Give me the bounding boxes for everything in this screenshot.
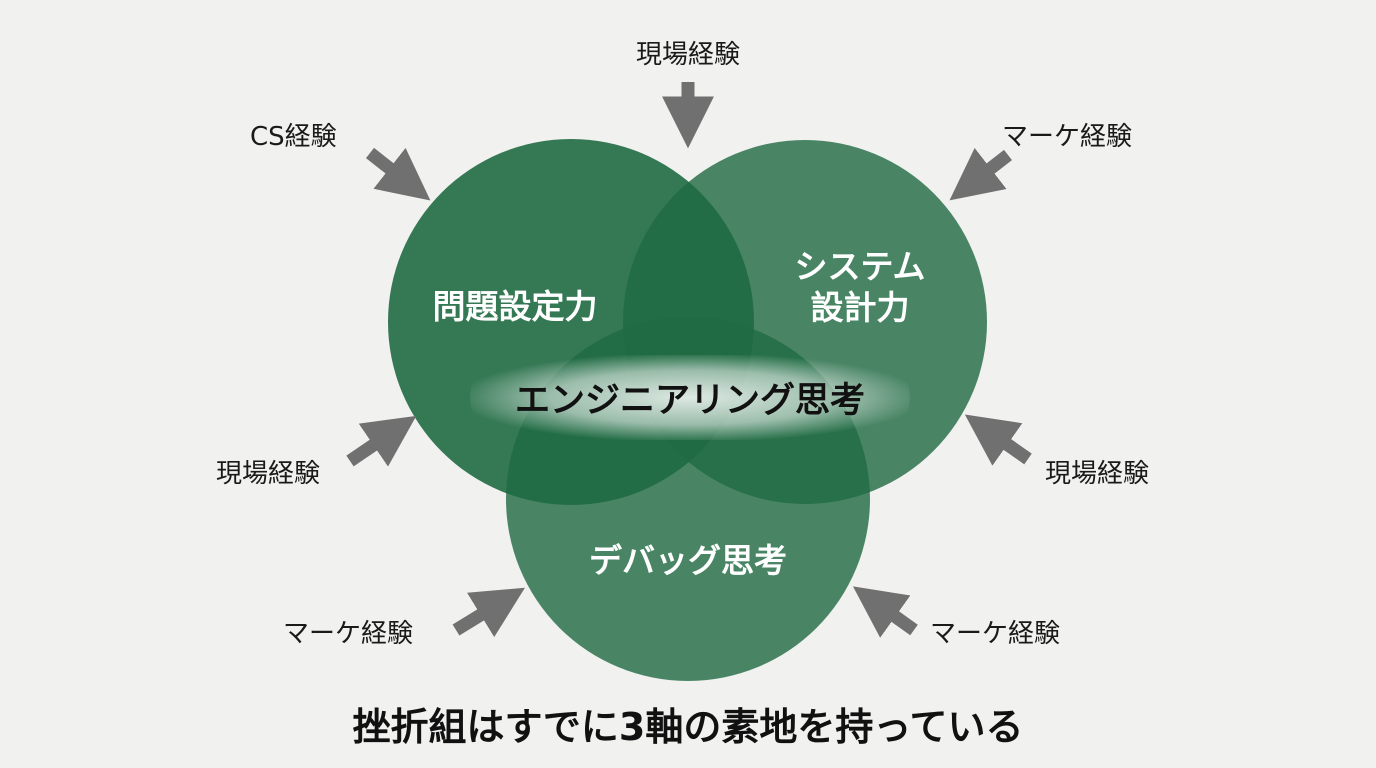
slide-caption: 挫折組はすでに3軸の素地を持っている	[352, 705, 1024, 749]
label-problem-setting: 問題設定力	[432, 287, 598, 326]
arrow-bottom-right	[852, 586, 918, 638]
label-system-design-line1: システム	[794, 247, 926, 286]
arrow-top-left	[365, 147, 431, 201]
source-bottom-left: マーケ経験	[283, 619, 414, 649]
label-system-design-line2: 設計力	[810, 288, 910, 328]
source-top: 現場経験	[635, 40, 740, 70]
label-debugging: デバッグ思考	[589, 541, 787, 580]
source-top-right: マーケ経験	[1002, 122, 1133, 152]
arrow-mid-left	[346, 415, 417, 467]
arrow-bottom-left	[452, 587, 525, 638]
arrow-mid-right	[964, 414, 1032, 466]
label-engineering-thinking: エンジニアリング思考	[514, 381, 865, 421]
center-glow	[470, 355, 910, 440]
source-bottom-right: マーケ経験	[930, 619, 1061, 649]
label-system-design: システム 設計力	[760, 246, 960, 329]
source-mid-right: 現場経験	[1045, 459, 1150, 489]
arrow-top-right	[949, 147, 1012, 201]
source-top-left: CS経験	[250, 122, 337, 152]
source-mid-left: 現場経験	[216, 459, 321, 489]
